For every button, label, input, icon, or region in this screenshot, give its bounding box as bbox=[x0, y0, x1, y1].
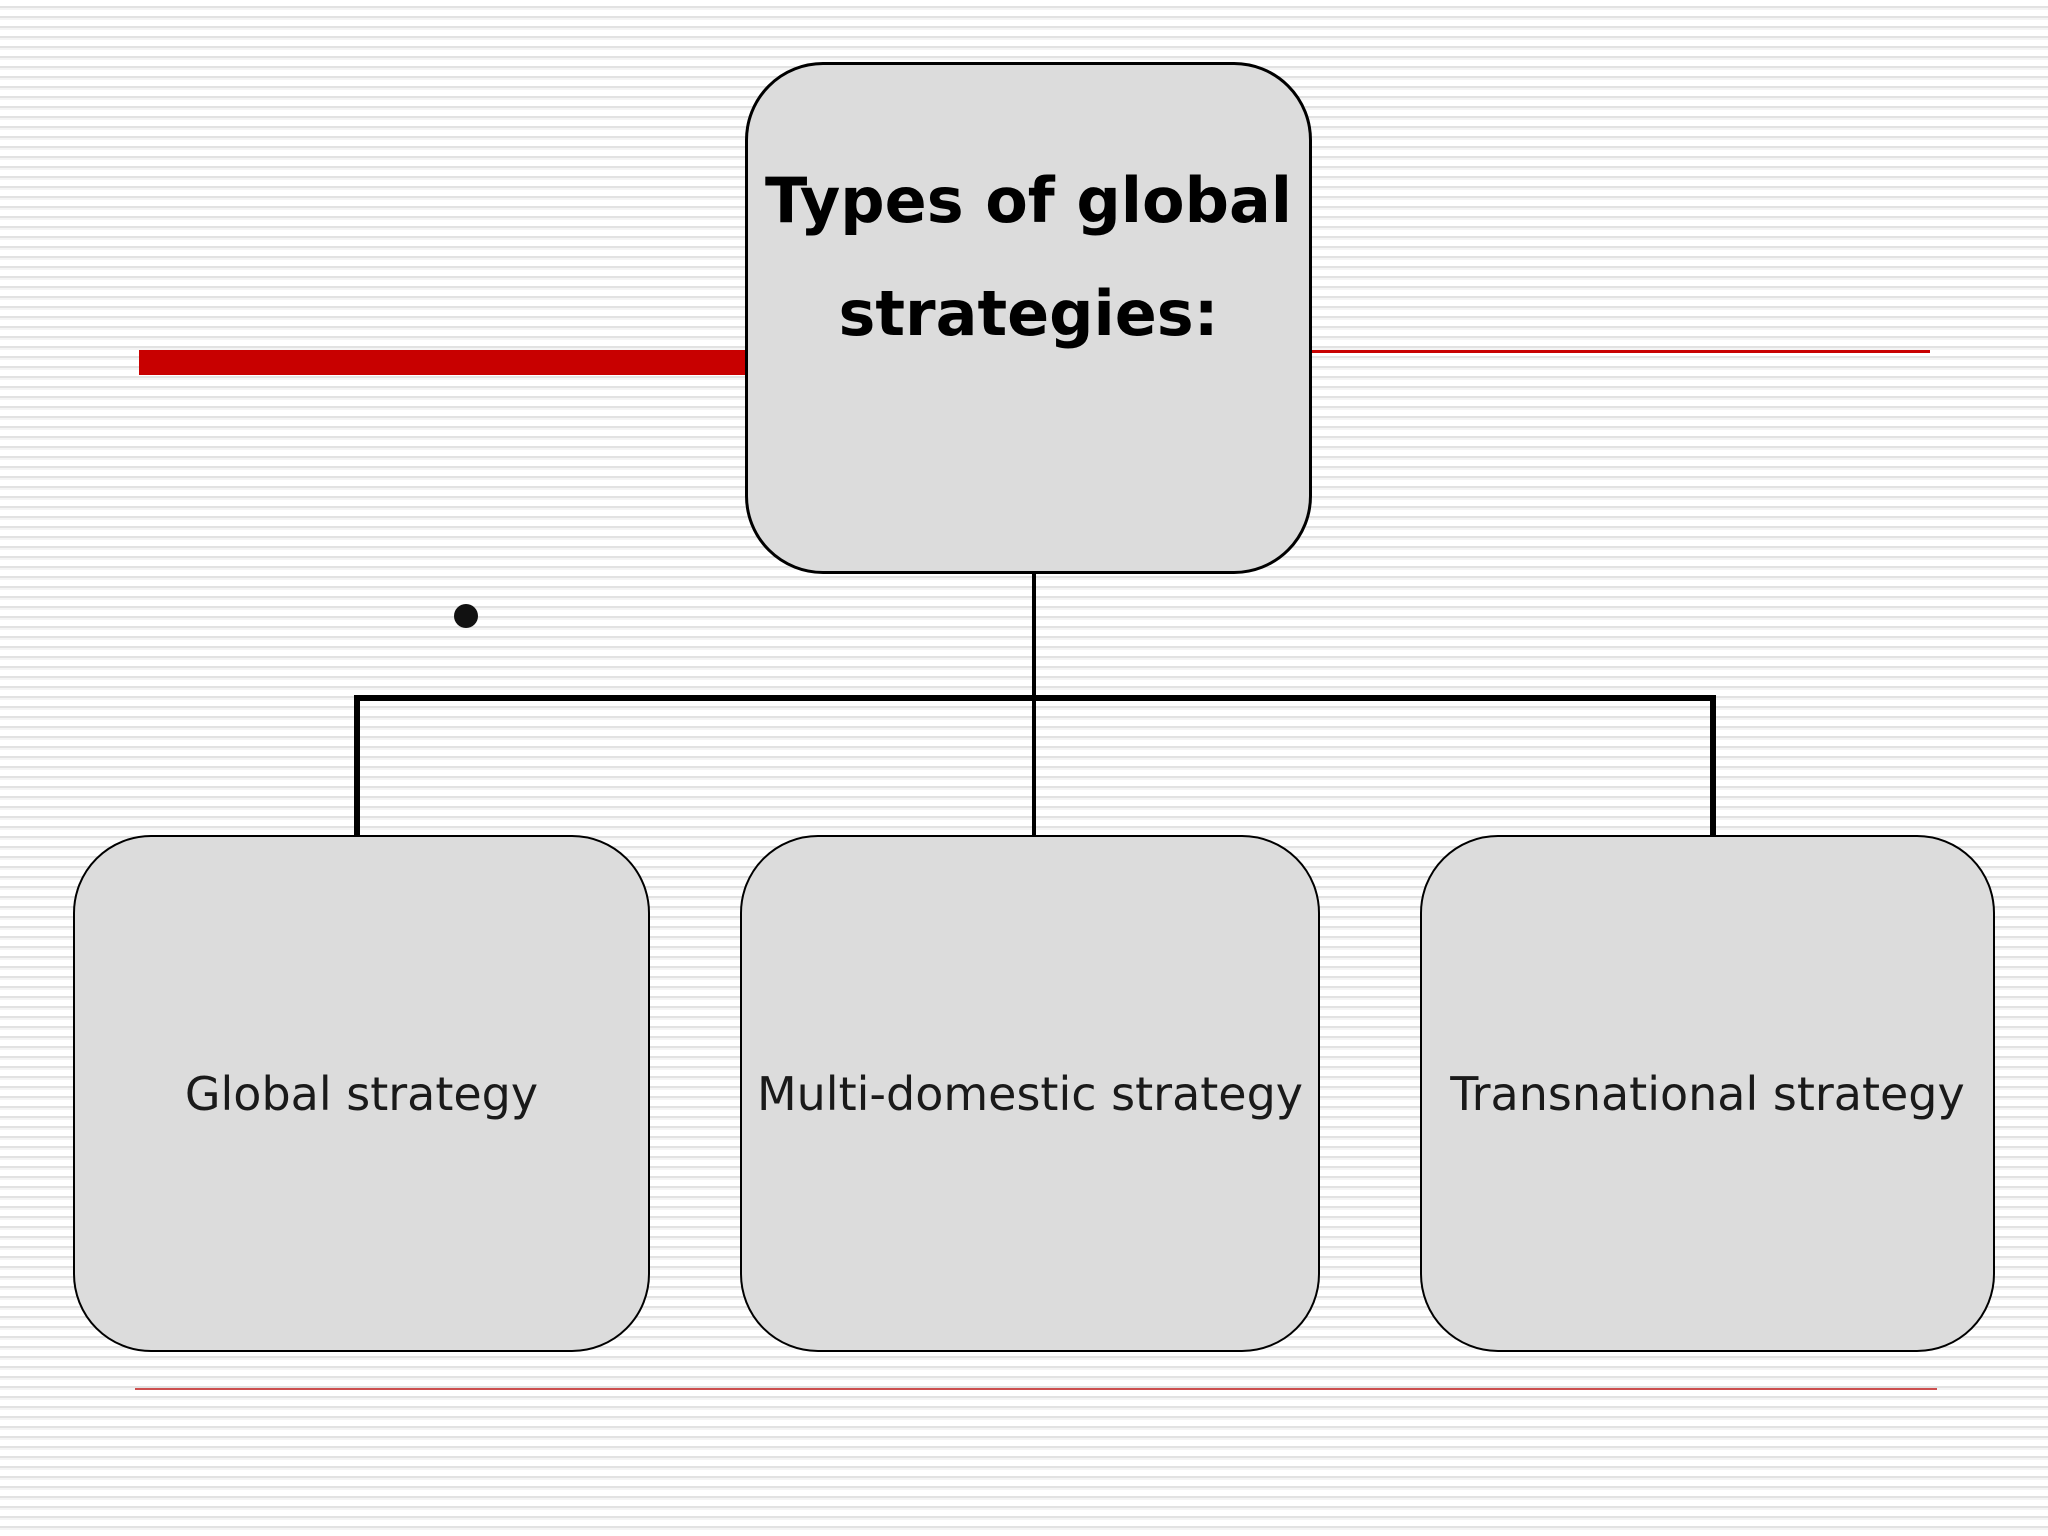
connector-root-stem bbox=[1032, 574, 1036, 698]
root-node-title: Types of global strategies: bbox=[748, 145, 1309, 371]
accent-red-bar bbox=[139, 350, 764, 375]
diagram-node-root: Types of global strategies: bbox=[745, 62, 1312, 574]
node-label: Transnational strategy bbox=[1450, 1066, 1965, 1121]
bullet-dot-icon bbox=[454, 604, 478, 628]
node-label: Global strategy bbox=[184, 1066, 539, 1121]
accent-red-line-bottom bbox=[135, 1388, 1937, 1390]
diagram-node-global-strategy: Global strategy bbox=[73, 835, 650, 1352]
connector-drop-right bbox=[1710, 695, 1716, 837]
connector-horizontal bbox=[354, 695, 1716, 701]
diagram-node-multi-domestic-strategy: Multi-domestic strategy bbox=[740, 835, 1320, 1352]
root-title-line-1: Types of global bbox=[764, 164, 1293, 237]
accent-red-line-right bbox=[1312, 350, 1930, 353]
node-label: Multi-domestic strategy bbox=[756, 1066, 1304, 1121]
connector-drop-center bbox=[1032, 701, 1036, 837]
connector-drop-left bbox=[354, 695, 360, 837]
diagram-node-transnational-strategy: Transnational strategy bbox=[1420, 835, 1995, 1352]
root-title-line-2: strategies: bbox=[838, 276, 1219, 350]
